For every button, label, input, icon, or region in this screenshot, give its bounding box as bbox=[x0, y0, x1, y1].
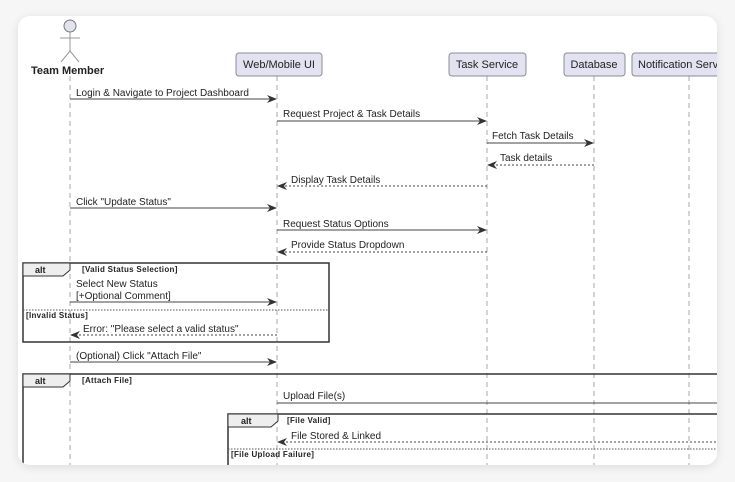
diagram-card: Team Member Web/Mobile UI Task Service D… bbox=[18, 16, 717, 465]
sequence-diagram: Team Member Web/Mobile UI Task Service D… bbox=[22, 19, 717, 465]
participant-database: Database bbox=[563, 52, 626, 77]
alt-label: alt bbox=[35, 376, 46, 386]
message-m7: Request Status Options bbox=[283, 219, 389, 230]
alt-fragment-file bbox=[227, 413, 717, 465]
message-m8: Provide Status Dropdown bbox=[291, 240, 404, 251]
participant-web-ui: Web/Mobile UI bbox=[235, 52, 323, 77]
message-m11: (Optional) Click "Attach File" bbox=[76, 351, 202, 362]
message-m9a: Select New Status bbox=[76, 279, 158, 290]
guard-attach-file: [Attach File] bbox=[82, 376, 132, 385]
alt-label: alt bbox=[35, 265, 46, 275]
message-m5: Display Task Details bbox=[291, 175, 380, 186]
alt-fragment-attach bbox=[22, 373, 717, 465]
participant-label: Task Service bbox=[456, 59, 518, 71]
message-m9b: [+Optional Comment] bbox=[76, 291, 171, 302]
guard-invalid-status: [Invalid Status] bbox=[26, 311, 88, 320]
guard-file-valid: [File Valid] bbox=[287, 416, 331, 425]
message-m6: Click "Update Status" bbox=[76, 197, 171, 208]
message-m12: Upload File(s) bbox=[283, 391, 345, 402]
participant-label: Notification Service bbox=[638, 59, 717, 71]
participant-task-service: Task Service bbox=[448, 52, 527, 77]
participant-label: Web/Mobile UI bbox=[243, 59, 315, 71]
message-m3: Fetch Task Details bbox=[492, 131, 574, 142]
participant-label: Database bbox=[570, 59, 617, 71]
participant-notification: Notification Service bbox=[631, 52, 717, 77]
alt-fragment-status bbox=[22, 262, 330, 343]
guard-file-failure: [File Upload Failure] bbox=[231, 450, 314, 459]
message-m2: Request Project & Task Details bbox=[283, 109, 420, 120]
message-m13: File Stored & Linked bbox=[291, 431, 381, 442]
participant-team-member: Team Member bbox=[31, 65, 105, 77]
message-m10: Error: "Please select a valid status" bbox=[83, 324, 239, 335]
actor-icon bbox=[60, 19, 80, 63]
message-m1: Login & Navigate to Project Dashboard bbox=[76, 88, 249, 99]
guard-valid-status: [Valid Status Selection] bbox=[82, 265, 178, 274]
alt-label: alt bbox=[241, 416, 252, 426]
message-m4: Task details bbox=[500, 153, 552, 164]
